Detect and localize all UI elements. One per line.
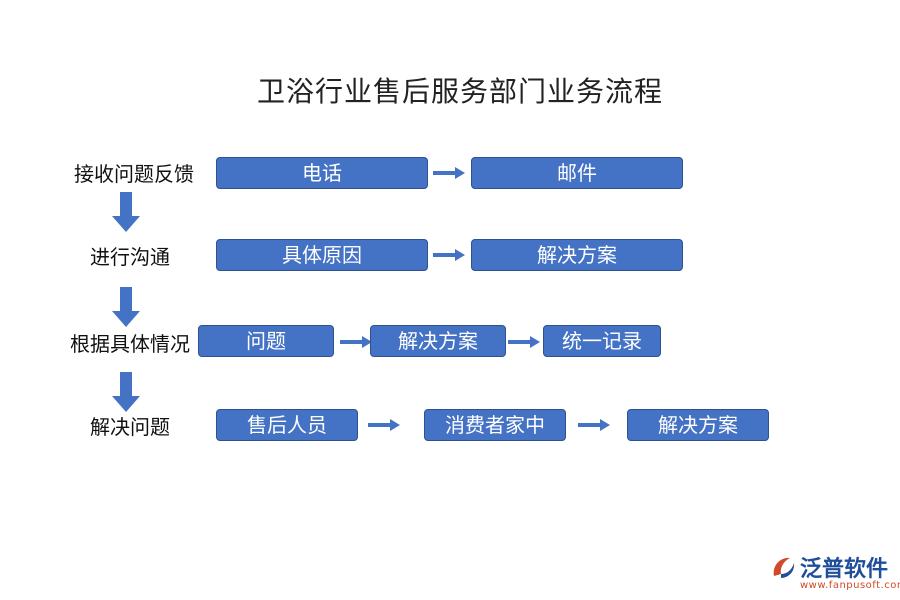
step-label-receive-feedback: 接收问题反馈: [74, 162, 194, 186]
brand-url: www.fanpusoft.com: [800, 580, 900, 591]
node-consumer-home: 消费者家中: [424, 409, 566, 441]
node-specific-cause: 具体原因: [216, 239, 428, 271]
node-aftersales-staff: 售后人员: [216, 409, 358, 441]
flow-arrow-right-icon: [578, 419, 610, 431]
node-solution: 解决方案: [370, 325, 506, 357]
brand-logo-icon: [773, 557, 795, 578]
flow-arrow-down-icon: [112, 287, 140, 327]
flow-arrow-down-icon: [112, 192, 140, 232]
flow-arrow-right-icon: [433, 249, 465, 261]
node-solution: 解决方案: [627, 409, 769, 441]
step-label-per-situation: 根据具体情况: [70, 332, 190, 356]
node-phone: 电话: [216, 157, 428, 189]
brand-name: 泛普软件: [800, 557, 889, 582]
brand-logo: 泛普软件 www.fanpusoft.com: [770, 551, 900, 596]
diagram-title: 卫浴行业售后服务部门业务流程: [256, 75, 663, 108]
node-solution: 解决方案: [471, 239, 683, 271]
flow-arrow-down-icon: [112, 372, 140, 412]
flow-arrow-right-icon: [508, 336, 540, 348]
node-issue: 问题: [198, 325, 334, 357]
flow-arrow-right-icon: [433, 167, 465, 179]
flow-arrow-right-icon: [368, 419, 400, 431]
flow-arrow-right-icon: [340, 336, 372, 348]
step-label-communicate: 进行沟通: [90, 245, 170, 269]
step-label-resolve: 解决问题: [90, 415, 170, 439]
node-unified-record: 统一记录: [543, 325, 661, 357]
node-email: 邮件: [471, 157, 683, 189]
